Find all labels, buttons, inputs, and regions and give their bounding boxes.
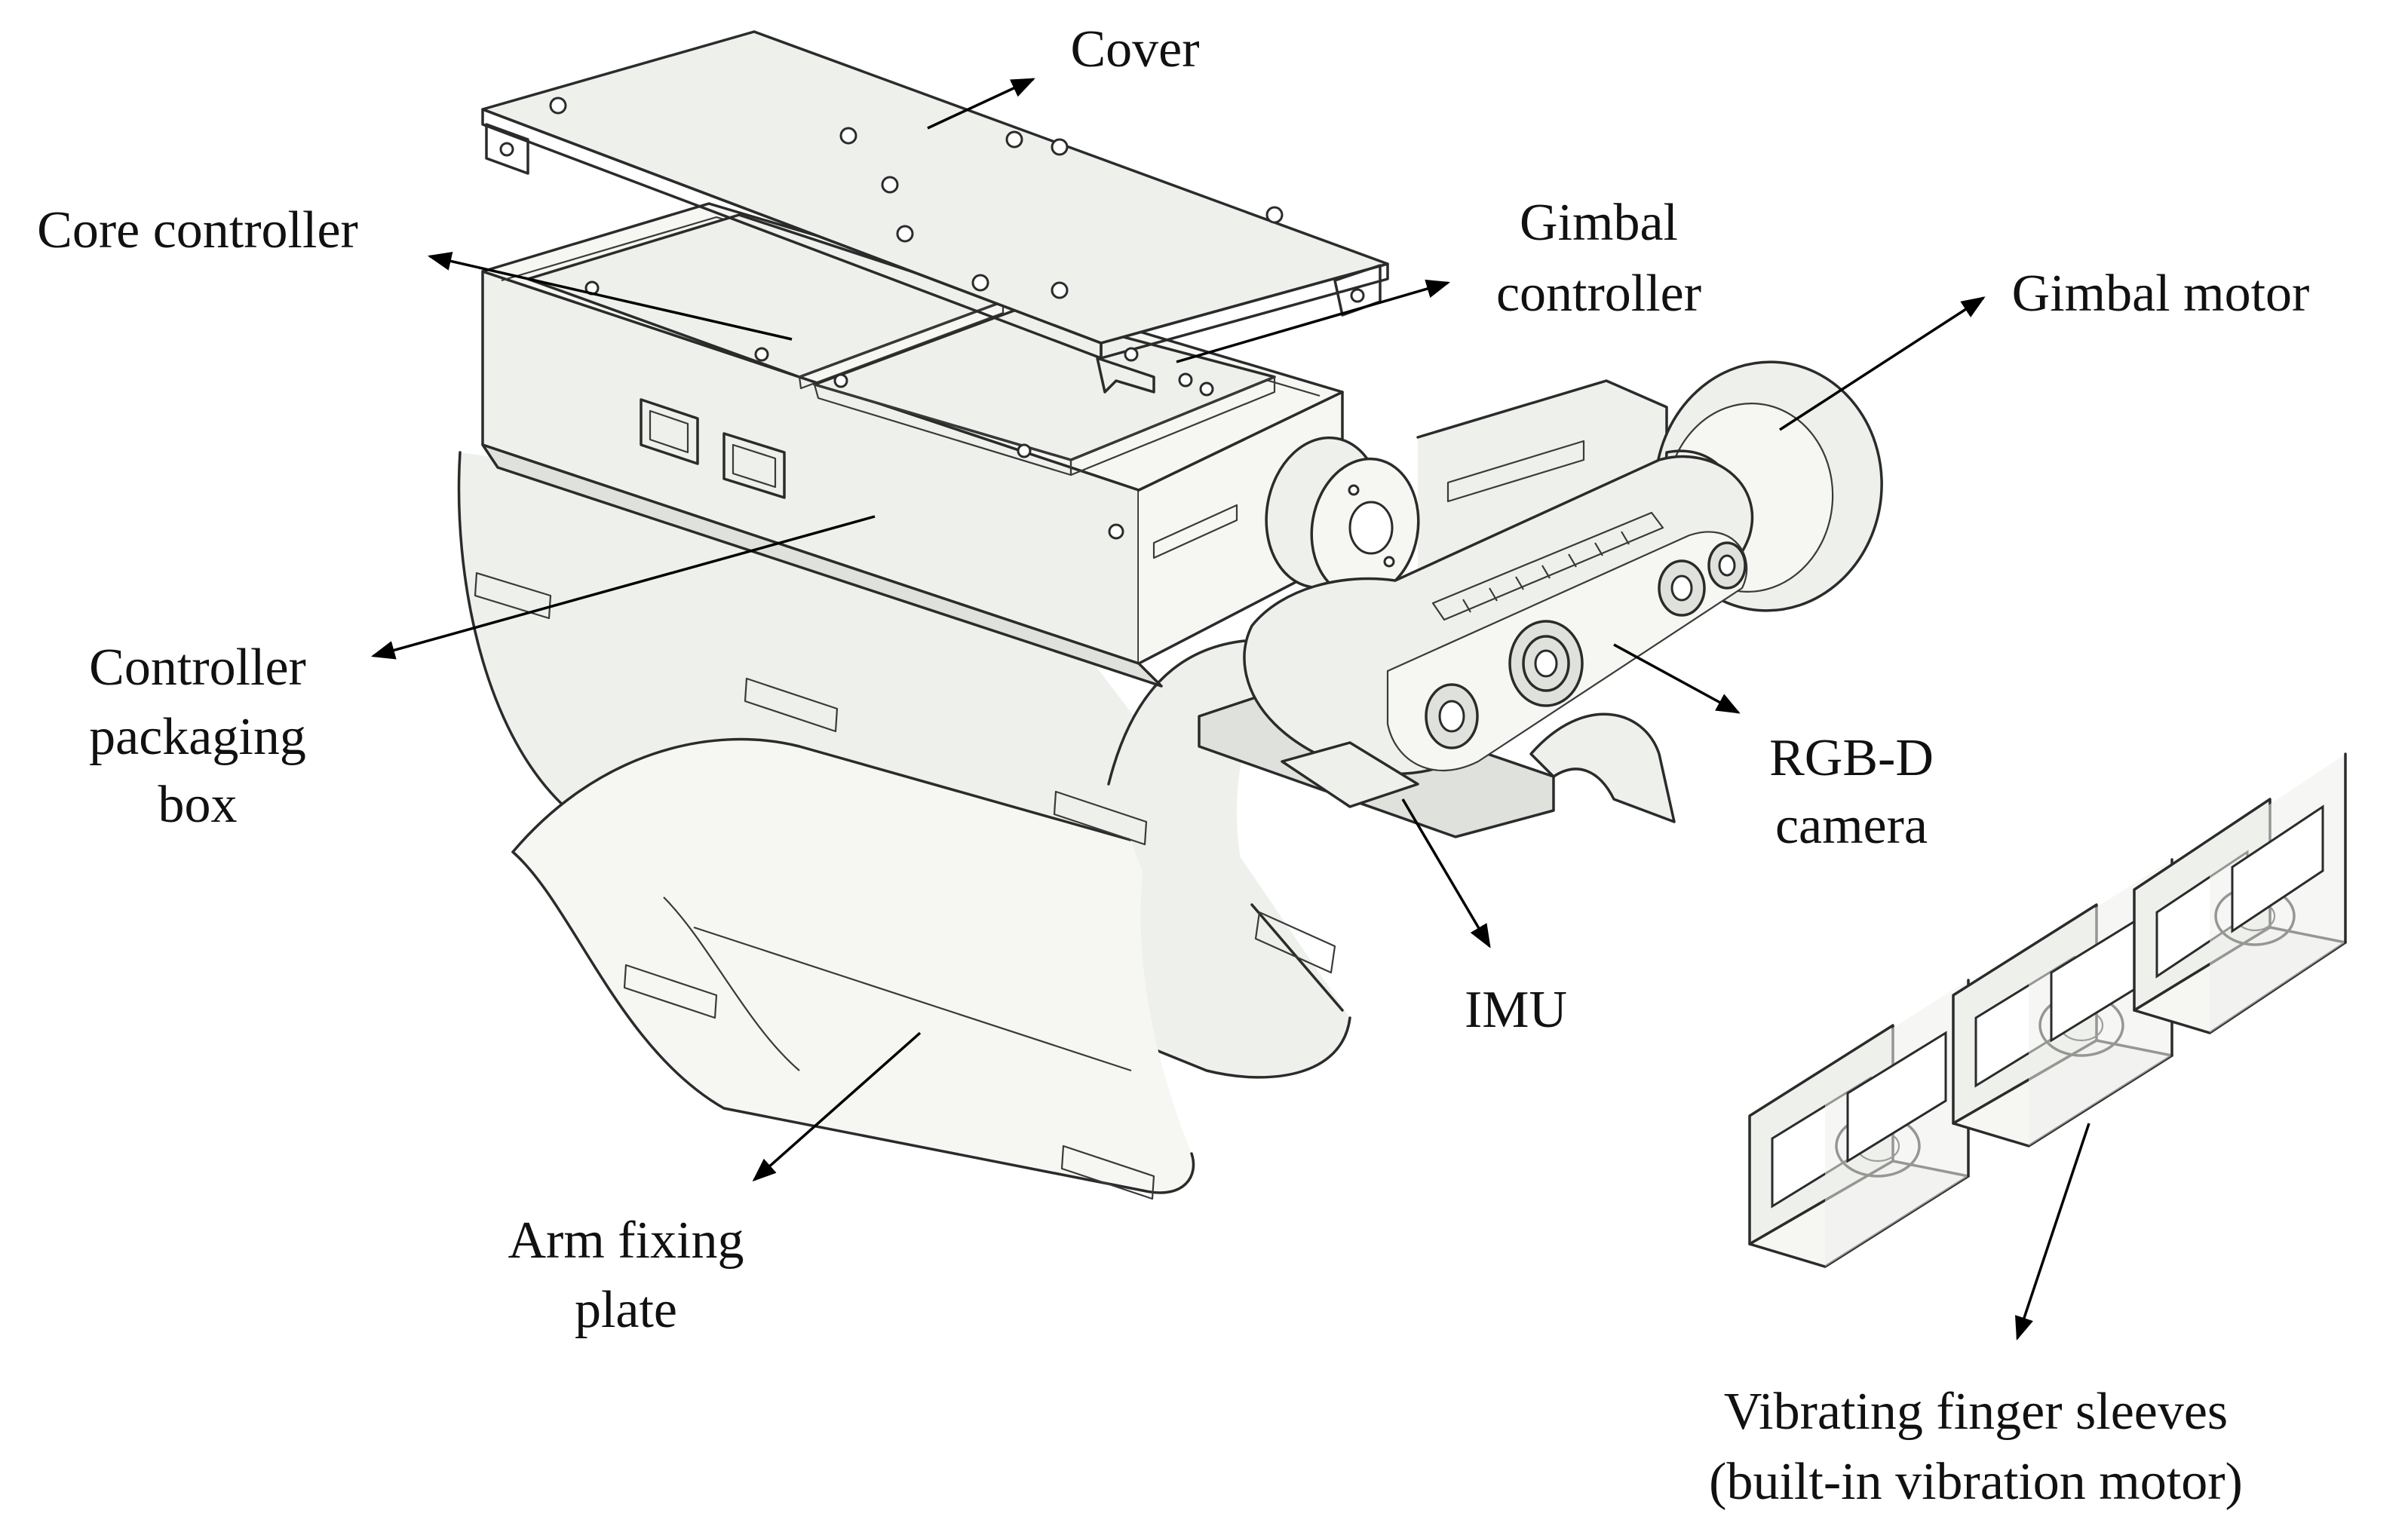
- gimbal-controller-board: [813, 308, 1276, 476]
- arrow-core-controller: [427, 252, 793, 341]
- label-controller-box-line2: packaging: [89, 708, 306, 766]
- arm-fixing-plate: [457, 451, 1676, 1200]
- vibrating-finger-sleeves: [1748, 752, 2347, 1268]
- label-rgbd-line2: camera: [1775, 797, 1928, 855]
- imu-board: [1281, 741, 1419, 808]
- arrow-finger-sleeves: [2015, 1123, 2091, 1341]
- label-cover: Cover: [1070, 20, 1199, 78]
- label-sleeves-line1: Vibrating finger sleeves: [1724, 1383, 2228, 1441]
- arrow-imu: [1401, 798, 1491, 948]
- label-gimbal-motor: Gimbal motor: [2012, 265, 2310, 323]
- leader-arrows: [370, 78, 2091, 1341]
- arrow-gimbal-controller: [1176, 279, 1451, 363]
- label-arm-plate-line1: Arm fixing: [508, 1212, 744, 1270]
- labels: Cover Core controller Gimbal controller …: [37, 20, 2309, 1511]
- arrow-arm-plate: [752, 1031, 922, 1182]
- label-controller-box-line3: box: [158, 776, 238, 834]
- label-sleeves-line2: (built-in vibration motor): [1709, 1453, 2243, 1511]
- label-imu: IMU: [1465, 981, 1567, 1039]
- arrow-controller-box: [370, 515, 876, 660]
- plate-slots: [474, 571, 1336, 1200]
- finger-sleeve-1: [1748, 979, 1970, 1268]
- finger-sleeve-2: [1952, 858, 2173, 1148]
- label-rgbd-line1: RGB-D: [1769, 729, 1934, 787]
- arrow-gimbal-motor: [1779, 296, 1986, 431]
- arrow-rgbd-camera: [1613, 643, 1741, 714]
- arrow-cover: [927, 78, 1035, 130]
- label-controller-box-line1: Controller: [89, 639, 306, 697]
- cover-plate: [481, 30, 1389, 394]
- label-core-controller: Core controller: [37, 201, 358, 259]
- finger-sleeve-3: [2133, 752, 2347, 1034]
- label-arm-plate-line2: plate: [575, 1281, 677, 1339]
- label-gimbal-controller-line2: controller: [1496, 265, 1701, 323]
- label-gimbal-controller-line1: Gimbal: [1520, 194, 1678, 252]
